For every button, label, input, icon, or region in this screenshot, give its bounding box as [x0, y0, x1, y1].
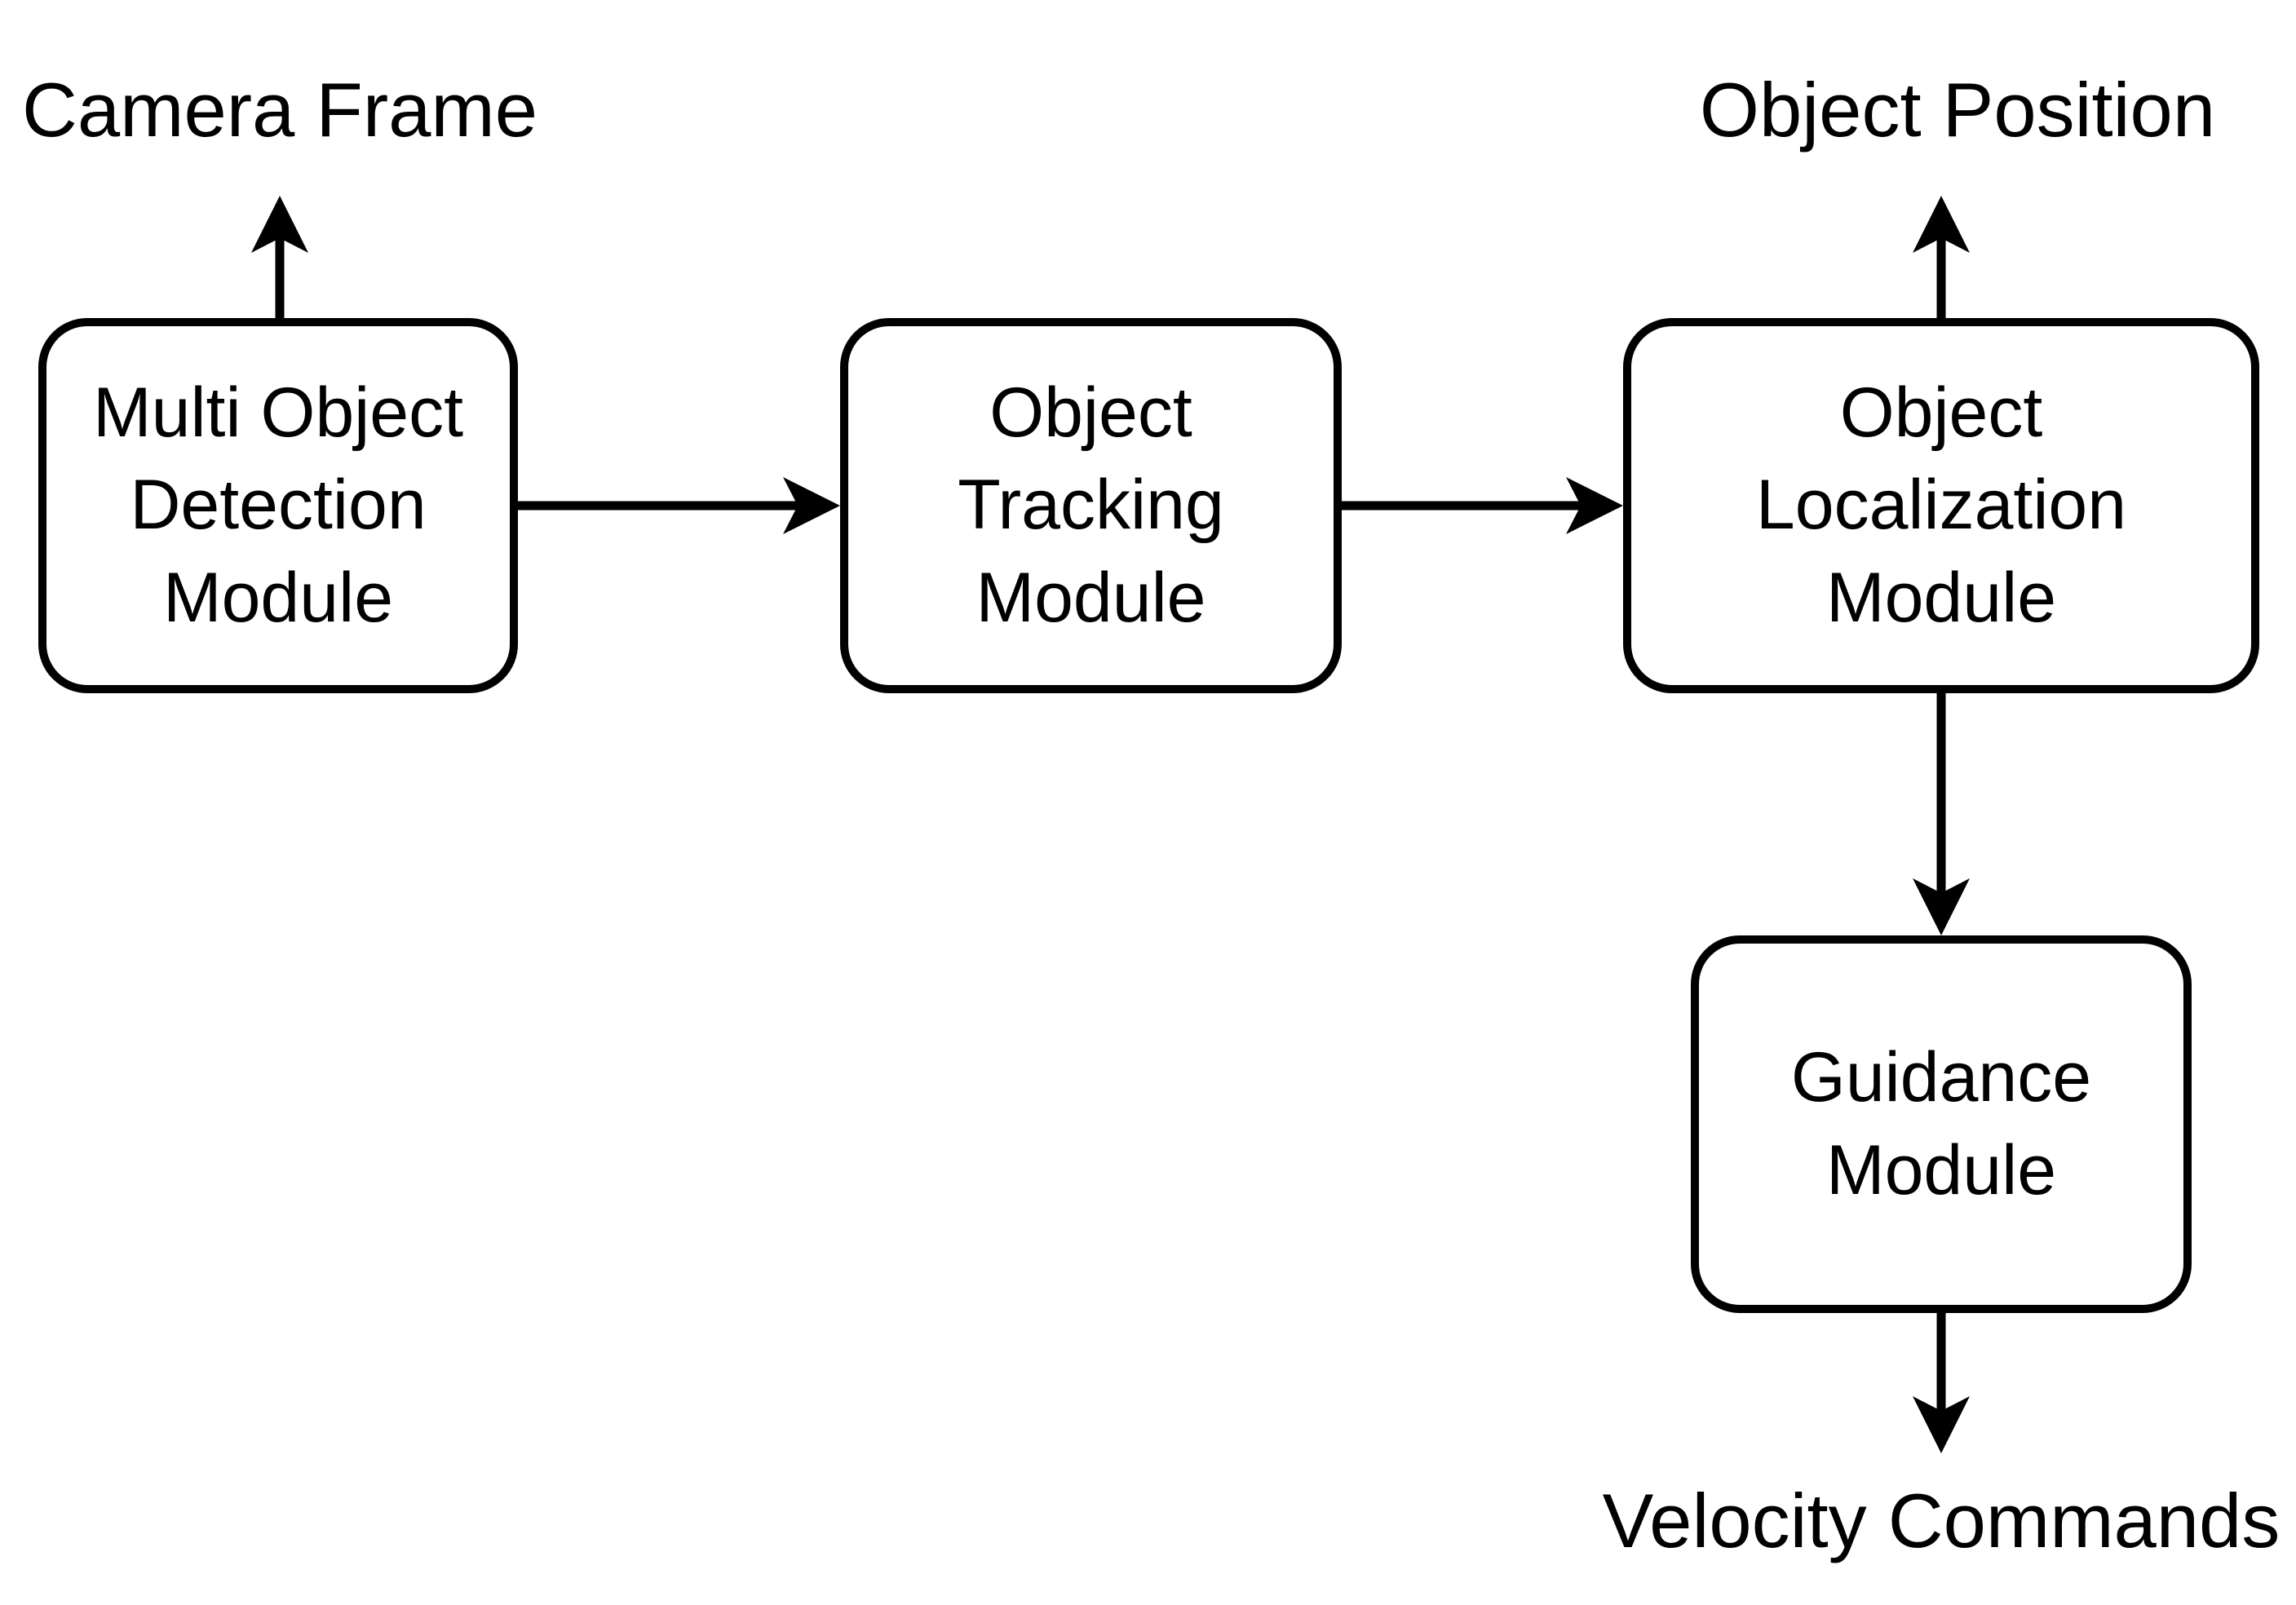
node-object-localization-module: Object Localization Module	[1623, 318, 2259, 693]
edge-guidance-to-velocity-commands	[1913, 1313, 1970, 1453]
arrowhead-up-icon	[1913, 196, 1970, 253]
node-label: Multi Object Detection Module	[92, 373, 464, 637]
edge-localization-to-object-position	[1913, 196, 1970, 318]
io-label-camera-frame: Camera Frame	[21, 67, 538, 153]
node-label: Object Tracking Module	[958, 373, 1224, 637]
node-label: Object Localization Module	[1755, 373, 2127, 637]
edge-tracking-to-localization	[1342, 477, 1623, 534]
io-label-velocity-commands: Velocity Commands	[1602, 1478, 2281, 1563]
node-label: Guidance Module	[1790, 1037, 2092, 1209]
io-label-object-position: Object Position	[1699, 67, 2216, 153]
edge-localization-to-guidance	[1913, 693, 1970, 935]
arrowhead-down-icon	[1913, 878, 1970, 935]
node-object-tracking-module: Object Tracking Module	[840, 318, 1342, 693]
arrowhead-right-icon	[1566, 477, 1623, 534]
arrowhead-right-icon	[783, 477, 840, 534]
node-multi-object-detection-module: Multi Object Detection Module	[38, 318, 518, 693]
edge-detection-to-camera-frame	[251, 196, 308, 318]
node-guidance-module: Guidance Module	[1691, 935, 2192, 1313]
edge-detection-to-tracking	[518, 477, 840, 534]
arrowhead-up-icon	[251, 196, 308, 253]
arrowhead-down-icon	[1913, 1396, 1970, 1453]
